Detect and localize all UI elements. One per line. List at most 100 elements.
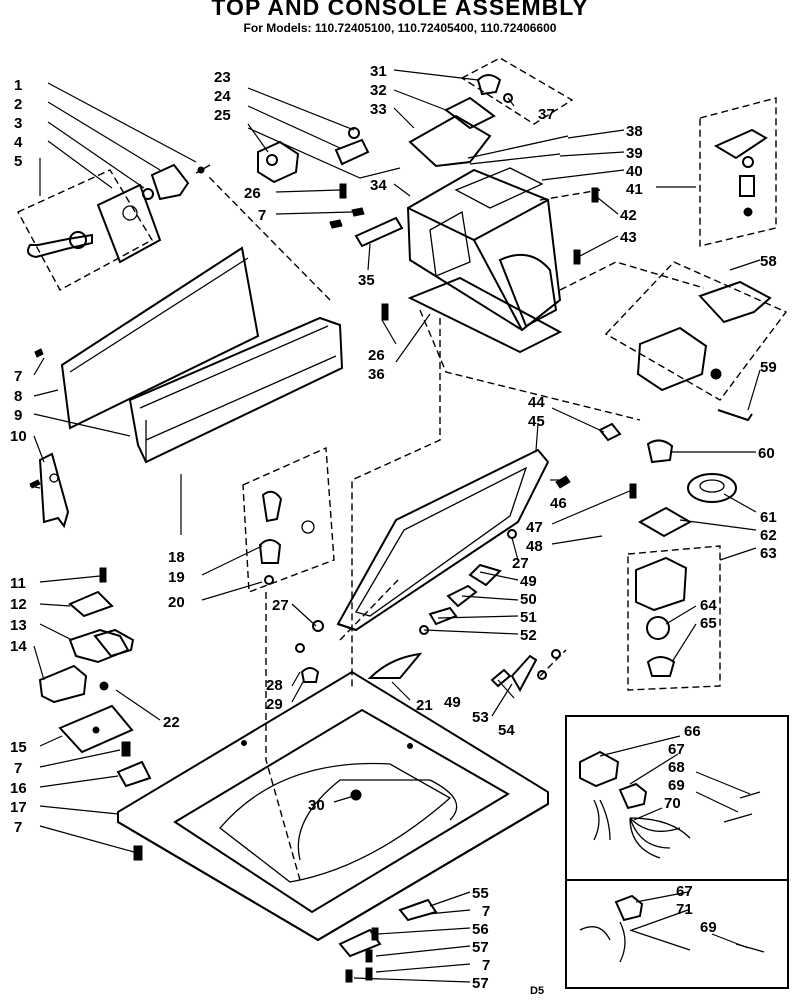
callout-3: 3: [14, 115, 22, 132]
assembly-dash-lines: [207, 175, 705, 881]
callout-31: 31: [370, 63, 387, 80]
parts-23-26-35: [247, 127, 404, 321]
callout-12: 12: [10, 596, 27, 613]
callout-labels: 1 2 3 4 5 7 8 9 10 11 12 13 14 15 7 16 1…: [10, 63, 777, 992]
callout-30: 30: [308, 797, 325, 814]
callout-11: 11: [10, 575, 26, 592]
callout-15: 15: [10, 739, 27, 756]
callout-24: 24: [214, 88, 231, 105]
callout-4: 4: [14, 134, 23, 151]
callout-57: 57: [472, 939, 489, 956]
callout-47: 47: [526, 519, 543, 536]
parts-16-7-left: [116, 741, 152, 861]
callout-43: 43: [620, 229, 637, 246]
callout-71: 71: [676, 901, 693, 918]
callout-49: 49: [444, 694, 461, 711]
callout-44: 44: [528, 394, 545, 411]
callout-18: 18: [168, 549, 185, 566]
callout-39: 39: [626, 145, 643, 162]
callout-33: 33: [370, 101, 387, 118]
callout-1: 1: [14, 77, 22, 94]
parts-55-57: [338, 898, 438, 983]
callout-69: 69: [700, 919, 717, 936]
callout-50: 50: [520, 591, 537, 608]
callout-41: 41: [626, 181, 643, 198]
part-8-panel: [60, 246, 260, 430]
callout-10: 10: [10, 428, 27, 445]
callout-25: 25: [214, 107, 231, 124]
part-10-end-cap: [38, 452, 70, 529]
callout-7: 7: [258, 207, 266, 224]
callout-21: 21: [416, 697, 433, 714]
callout-7: 7: [482, 903, 490, 920]
callout-45: 45: [528, 413, 545, 430]
callout-55: 55: [472, 885, 489, 902]
callout-49: 49: [520, 573, 537, 590]
callout-42: 42: [620, 207, 637, 224]
parts-31-33-37: [408, 57, 599, 265]
part-18-console-bar: [128, 316, 344, 464]
callout-5: 5: [14, 153, 22, 170]
callout-67: 67: [668, 741, 685, 758]
callout-64: 64: [700, 597, 717, 614]
callout-8: 8: [14, 388, 22, 405]
callout-22: 22: [163, 714, 180, 731]
callout-52: 52: [520, 627, 537, 644]
part-45-lid: [336, 448, 550, 632]
callout-7: 7: [14, 760, 22, 777]
callout-7: 7: [14, 368, 22, 385]
drawing-code: D5: [530, 985, 545, 997]
callout-65: 65: [700, 615, 717, 632]
part-17-washer-top: [117, 670, 549, 942]
callout-32: 32: [370, 82, 387, 99]
callout-54: 54: [498, 722, 515, 739]
callout-2: 2: [14, 96, 22, 113]
callout-29: 29: [266, 696, 283, 713]
callout-63: 63: [760, 545, 777, 562]
part-19-knob-group: [242, 446, 335, 593]
parts-49-54: [367, 475, 571, 693]
leader-lines: [29, 69, 761, 983]
diagram-title: TOP AND CONSOLE ASSEMBLY: [211, 0, 589, 20]
part-5-group: [17, 169, 162, 291]
callout-67: 67: [676, 883, 693, 900]
callout-7: 7: [482, 957, 490, 974]
callout-37: 37: [538, 106, 555, 123]
callout-17: 17: [10, 799, 27, 816]
callout-62: 62: [760, 527, 777, 544]
models-subtitle: For Models: 110.72405100, 110.72405400, …: [243, 21, 557, 35]
hinge-assembly-left: [38, 567, 135, 754]
callout-27: 27: [272, 597, 289, 614]
parts-28-29: [295, 620, 324, 683]
callout-53: 53: [472, 709, 489, 726]
callout-26: 26: [368, 347, 385, 364]
callout-66: 66: [684, 723, 701, 740]
callout-16: 16: [10, 780, 27, 797]
callout-38: 38: [626, 123, 643, 140]
callout-9: 9: [14, 407, 22, 424]
callout-58: 58: [760, 253, 777, 270]
callout-20: 20: [168, 594, 185, 611]
callout-60: 60: [758, 445, 775, 462]
callout-19: 19: [168, 569, 185, 586]
callout-40: 40: [626, 163, 643, 180]
callout-61: 61: [760, 509, 777, 526]
callout-46: 46: [550, 495, 567, 512]
callout-34: 34: [370, 177, 387, 194]
callout-56: 56: [472, 921, 489, 938]
callout-68: 68: [668, 759, 685, 776]
callout-23: 23: [214, 69, 231, 86]
callout-36: 36: [368, 366, 385, 383]
part-41-group: [699, 97, 777, 247]
parts-60-62: [598, 422, 737, 538]
callout-28: 28: [266, 677, 283, 694]
part-59: [717, 409, 753, 422]
callout-51: 51: [520, 609, 537, 626]
wire-harness-box: [565, 715, 789, 989]
callout-70: 70: [664, 795, 681, 812]
callout-57: 57: [472, 975, 489, 992]
parts-2-3-4: [142, 163, 211, 201]
callout-27: 27: [512, 555, 529, 572]
part-58-group: [604, 261, 788, 401]
